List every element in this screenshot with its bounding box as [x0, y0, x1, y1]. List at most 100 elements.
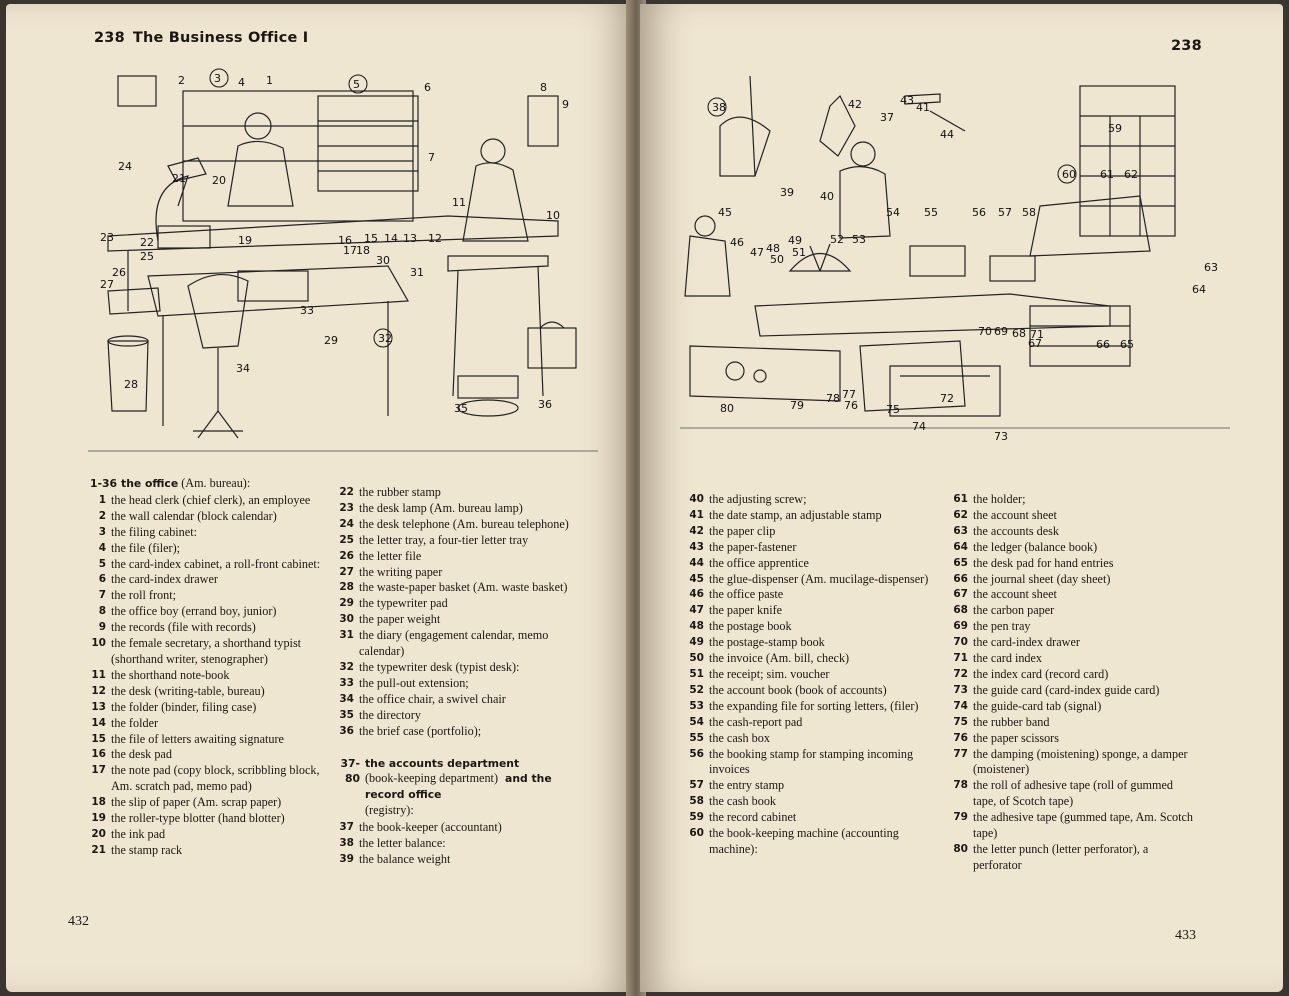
entry-number: 71	[953, 652, 968, 665]
entry-number: 36	[339, 724, 354, 737]
entry-text: the paper knife	[709, 603, 783, 618]
callout-number: 30	[376, 254, 390, 267]
callout-number: 15	[364, 232, 378, 245]
callout-number: 33	[300, 304, 314, 317]
callout-number: 46	[730, 236, 744, 249]
entry-number: 74	[953, 699, 968, 712]
legend-entry: 71 the card index	[952, 651, 1196, 667]
entry-text: the pull-out extension;	[359, 675, 469, 690]
callout-number: 57	[998, 206, 1012, 219]
entry-number: 68	[953, 604, 968, 617]
entry-number: 14	[91, 716, 106, 729]
entry-text: the letter file	[359, 548, 422, 563]
callout-number: 68	[1012, 327, 1026, 340]
entry-text: the carbon paper	[973, 603, 1055, 618]
legend-entry: 12 the desk (writing-table, bureau)	[90, 684, 326, 700]
entry-number: 43	[689, 540, 704, 553]
entry-number: 64	[953, 540, 968, 553]
entry-text: the record cabinet	[709, 810, 797, 825]
entry-text: the book-keeper (accountant)	[359, 820, 502, 835]
entry-text: the slip of paper (Am. scrap paper)	[111, 795, 282, 810]
entry-text: the note pad (copy block, scribbling blo…	[111, 763, 320, 794]
entry-number: 19	[91, 812, 106, 825]
callout-circle	[209, 68, 229, 88]
entry-number: 50	[689, 652, 704, 665]
legend-entry: 37 the book-keeper (accountant)	[338, 820, 570, 836]
entry-text: the desk (writing-table, bureau)	[111, 683, 265, 698]
entry-number: 8	[98, 605, 106, 618]
entry-text: the paper scissors	[973, 730, 1059, 745]
callout-number: 10	[546, 209, 560, 222]
entry-number: 40	[689, 493, 704, 505]
entry-number: 16	[91, 748, 106, 761]
callout-number: 17	[343, 244, 357, 257]
entry-number: 44	[689, 556, 704, 569]
callout-number: 24	[118, 160, 132, 173]
entry-text: the office chair, a swivel chair	[359, 691, 506, 706]
entry-text: the paper clip	[709, 523, 776, 538]
entry-number: 55	[689, 731, 704, 744]
entry-text: the office boy (errand boy, junior)	[111, 604, 277, 619]
entry-text: the desk lamp (Am. bureau lamp)	[359, 500, 523, 515]
entry-number: 23	[339, 501, 354, 514]
callout-number: 60	[1062, 168, 1076, 181]
entry-text: the date stamp, an adjustable stamp	[709, 507, 882, 522]
callout-number: 12	[428, 232, 442, 245]
callout-number: 59	[1108, 122, 1122, 135]
callout-number: 53	[852, 233, 866, 246]
entry-text: the roll of adhesive tape (roll of gumme…	[973, 778, 1174, 809]
callout-number: 11	[452, 196, 466, 209]
callout-number: 55	[924, 206, 938, 219]
entry-number: 69	[953, 620, 968, 633]
entry-number: 21	[91, 843, 106, 856]
entry-number: 12	[91, 684, 106, 697]
entry-text: the card index	[973, 651, 1043, 666]
callout-number: 66	[1096, 338, 1110, 351]
entry-text: the wall calendar (block calendar)	[111, 508, 277, 523]
entry-number: 54	[689, 715, 704, 728]
entry-number: 37	[339, 821, 354, 834]
callout-number: 45	[718, 206, 732, 219]
callout-number: 35	[454, 402, 468, 415]
callout-number: 49	[788, 234, 802, 247]
entry-text: the card-index drawer	[973, 635, 1080, 650]
callout-number: 23	[100, 231, 114, 244]
entry-text: the diary (engagement calendar, memo cal…	[359, 628, 549, 659]
entry-text: the paper weight	[359, 612, 441, 627]
callout-number: 28	[124, 378, 138, 391]
callout-number: 25	[140, 250, 154, 263]
plate-title: The Business Office I	[132, 30, 309, 46]
callout-number: 3	[214, 72, 221, 85]
callout-number: 47	[750, 246, 764, 259]
left-page: 23 8 The Business Office I	[6, 4, 634, 992]
